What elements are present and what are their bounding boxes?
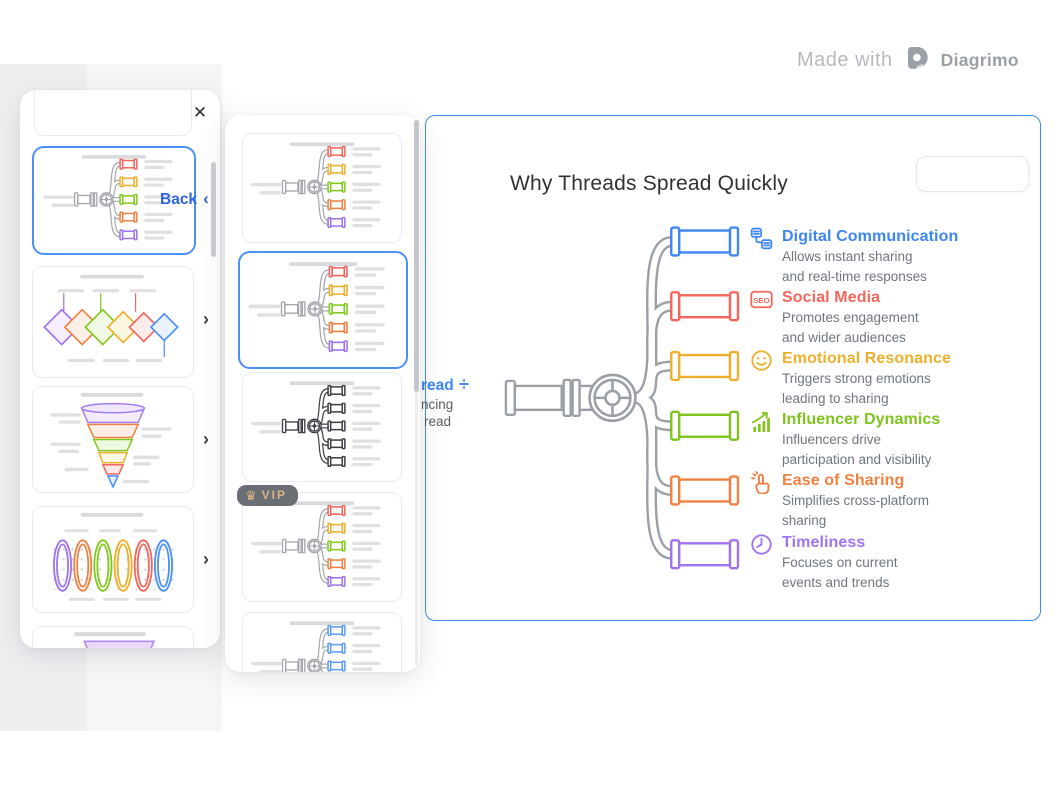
template-thumbnail-rings[interactable]	[32, 506, 194, 613]
variant-thumbnail-pipes-vip[interactable]: ♛ VIP	[237, 485, 402, 602]
brand-name: Diagrimo	[940, 49, 1019, 70]
node-desc-line1: Focuses on current	[782, 555, 898, 570]
hidden-node-title-fragment: read	[421, 377, 454, 394]
chevron-right-icon: ›	[203, 429, 209, 449]
node-desc-line2: events and trends	[782, 574, 890, 590]
node-influencer-dynamics[interactable]: Influencer Dynamics Influencers drive pa…	[750, 410, 980, 469]
node-desc-line1: Triggers strong emotions	[782, 371, 931, 386]
hidden-node-desc-fragment-1: ncing	[421, 397, 454, 412]
expand-rings-button[interactable]: ›	[196, 548, 216, 570]
close-icon: ✕	[192, 103, 208, 122]
node-title: Social Media	[782, 289, 881, 306]
pipe-valve-diagram	[504, 226, 740, 570]
node-digital-communication[interactable]: Digital Communication Allows instant sha…	[750, 227, 980, 286]
variant-thumbnail-pipes-selected[interactable]	[238, 251, 408, 369]
node-desc-line2: leading to sharing	[782, 390, 889, 406]
chevron-left-icon: ‹	[203, 189, 209, 208]
node-title: Timeliness	[782, 534, 866, 551]
template-thumbnail-partial-top[interactable]	[34, 90, 192, 136]
divide-icon: ÷	[459, 374, 469, 394]
node-title: Ease of Sharing	[782, 472, 905, 489]
template-category-panel	[20, 90, 220, 648]
variant-thumbnail-pipes-colored[interactable]	[242, 133, 402, 243]
chevron-right-icon: ›	[203, 309, 209, 329]
style-switcher-button[interactable]	[924, 160, 952, 188]
variant-thumbnail-pipes-monochrome[interactable]	[242, 372, 402, 482]
node-timeliness[interactable]: Timeliness Focuses on current events and…	[750, 533, 980, 592]
node-emotional-resonance[interactable]: Emotional Resonance Triggers strong emot…	[750, 349, 980, 408]
back-button[interactable]: Back ‹	[160, 189, 209, 209]
database-stack-icon	[750, 227, 773, 250]
middle-panel-scrollbar-thumb[interactable]	[413, 120, 419, 392]
close-panel-button[interactable]: ✕	[187, 100, 213, 126]
crown-icon: ♛	[245, 487, 257, 503]
vip-badge: ♛ VIP	[237, 485, 298, 506]
template-variant-panel: ♛ VIP	[225, 115, 420, 672]
middle-panel-scrollbar-track	[414, 120, 418, 665]
made-with-label: Made with	[797, 48, 893, 71]
node-desc-line1: Simplifies cross-platform	[782, 493, 930, 508]
click-hand-icon	[750, 471, 773, 495]
node-title: Digital Communication	[782, 228, 959, 245]
template-thumbnail-pipes-selected[interactable]	[32, 146, 196, 255]
node-desc-line1: Allows instant sharing	[782, 249, 913, 264]
variant-thumbnail-pipes-blue-partial[interactable]	[242, 612, 402, 672]
chevron-right-icon: ›	[203, 549, 209, 569]
template-thumbnail-funnel[interactable]	[32, 386, 194, 493]
clock-icon	[750, 533, 773, 556]
canvas-toolbar	[916, 156, 1029, 192]
vip-label: VIP	[261, 488, 287, 502]
watermark: Made with Diagrimo	[797, 42, 1019, 78]
node-title: Influencer Dynamics	[782, 411, 941, 428]
smiley-icon	[750, 349, 773, 372]
node-desc-line2: participation and visibility	[782, 451, 932, 467]
node-desc-line2: and real-time responses	[782, 268, 927, 284]
template-thumbnail-diamond-chain[interactable]	[32, 266, 194, 378]
node-ease-of-sharing[interactable]: Ease of Sharing Simplifies cross-platfor…	[750, 471, 980, 530]
download-button[interactable]	[959, 160, 987, 188]
node-desc-line2: and wider audiences	[782, 329, 906, 345]
seo-badge-icon: SEO	[750, 288, 773, 311]
node-desc-line1: Promotes engagement	[782, 310, 919, 325]
growth-bars-icon	[750, 410, 773, 433]
hidden-node-desc-fragment-2: read	[424, 414, 452, 429]
diagram-canvas: Why Threads Spread Quickly	[425, 115, 1041, 621]
svg-text:SEO: SEO	[753, 296, 769, 305]
node-desc-line2: sharing	[782, 512, 827, 528]
back-label: Back	[160, 190, 198, 208]
left-panel-scrollbar-thumb[interactable]	[211, 162, 216, 257]
template-thumbnail-pyramid-partial[interactable]	[32, 626, 194, 648]
node-desc-line1: Influencers drive	[782, 432, 882, 447]
delete-button[interactable]	[993, 160, 1021, 188]
diagram-title[interactable]: Why Threads Spread Quickly	[510, 172, 788, 195]
expand-funnel-button[interactable]: ›	[196, 428, 216, 450]
node-title: Emotional Resonance	[782, 350, 952, 367]
diagrimo-logo-icon	[903, 44, 931, 77]
expand-diamond-chain-button[interactable]: ›	[196, 308, 216, 330]
node-social-media[interactable]: SEO Social Media Promotes engagement and…	[750, 288, 980, 347]
